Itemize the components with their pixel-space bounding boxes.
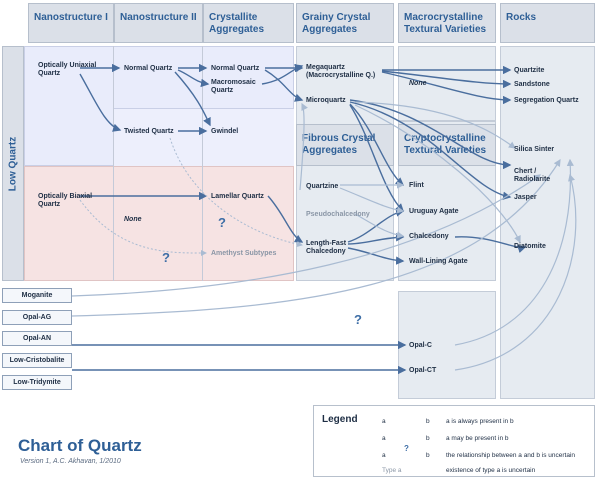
- question-mark-3: ?: [354, 312, 362, 327]
- node-microquartz: Microquartz: [306, 97, 346, 104]
- arrow-opalag-silica: [71, 158, 561, 317]
- node-sandstone: Sandstone: [514, 81, 550, 88]
- column-line-1: [113, 46, 114, 281]
- panel-opal: [398, 291, 496, 399]
- box-low-cristobalite: Low-Cristobalite: [2, 353, 72, 368]
- arrow-microquartz-uruguay: [349, 104, 404, 212]
- arrow-quartzine-uruguay: [339, 187, 405, 214]
- arrow-microquartz-flint: [349, 103, 405, 186]
- chart-subtitle: Version 1, A.C. Akhavan, 1/2010: [20, 458, 121, 465]
- arrow-moganite-chert: [71, 174, 541, 297]
- legend-row-1-b: b: [426, 418, 430, 425]
- chart-title: Chart of Quartz: [18, 436, 142, 455]
- arrow-opalct-chert: [454, 173, 577, 371]
- node-none-1: None: [124, 216, 142, 223]
- arrow-normal-microquartz: [264, 69, 304, 102]
- header-crystallite: Crystallite Aggregates: [203, 3, 294, 43]
- header-macro: Macrocrystalline Textural Varieties: [398, 3, 496, 43]
- region-biaxial: [24, 166, 294, 281]
- node-chert-radiolarite: Chert / Radiolarite: [514, 168, 551, 183]
- node-uruguay-agate: Uruguay Agate: [409, 208, 459, 215]
- arrow-uniaxial-twisted: [79, 73, 122, 132]
- node-segregation-quartz: Segregation Quartz: [514, 97, 579, 104]
- box-opal-ag: Opal-AG: [2, 310, 72, 325]
- arrow-macromosaic-megaquartz: [261, 64, 304, 85]
- arrow-twisted-lengthfast-uncertain: [169, 137, 303, 247]
- node-opal-ct: Opal-CT: [409, 367, 437, 374]
- node-optically-biaxial-quartz: Optically Biaxial Quartz: [38, 193, 93, 208]
- arrow-megaquartz-sandstone: [381, 70, 512, 89]
- node-normal-quartz-2: Normal Quartz: [211, 65, 260, 72]
- arrow-lamellar-lengthfast: [267, 195, 304, 243]
- panel-rocks: [500, 46, 595, 399]
- node-quartzite: Quartzite: [514, 67, 545, 74]
- arrow-microquartz-chert: [349, 99, 512, 170]
- node-macromosaic-quartz: Macromosaic Quartz: [211, 79, 256, 94]
- question-mark-1: ?: [218, 215, 226, 230]
- node-twisted-quartz: Twisted Quartz: [124, 128, 174, 135]
- arrow-opalc-silica: [454, 158, 574, 346]
- node-wall-lining-agate: Wall-Lining Agate: [409, 258, 468, 265]
- node-length-fast-chalcedony: Length-Fast Chalcedony: [306, 240, 347, 255]
- node-silica-sinter: Silica Sinter: [514, 146, 555, 153]
- arrow-microquartz-silica: [354, 101, 516, 149]
- legend-row-4-a: Type a: [382, 467, 402, 474]
- question-mark-2: ?: [162, 250, 170, 265]
- legend-row-3-qmark: ?: [404, 444, 409, 453]
- column-line-2: [202, 46, 203, 281]
- arrow-biaxial-amethyst-uncertain: [79, 199, 207, 257]
- arrow-microquartz-diatomite: [354, 104, 521, 244]
- legend-row-4-text: existence of type a is uncertain: [446, 467, 536, 474]
- legend-row-3-a: a: [382, 452, 386, 459]
- box-opal-an: Opal-AN: [2, 331, 72, 346]
- legend-row-3-b: b: [426, 452, 430, 459]
- node-quartzine: Quartzine: [306, 183, 339, 190]
- header-rocks: Rocks: [500, 3, 595, 43]
- arrow-megaquartz-segregation: [381, 71, 512, 105]
- box-moganite: Moganite: [2, 288, 72, 303]
- legend: Legend a b a is always present in b a b …: [313, 405, 595, 477]
- arrow-normal-macromosaic: [177, 69, 210, 88]
- node-amethyst-subtypes: Amethyst Subtypes: [211, 250, 277, 257]
- node-diatomite: Diatomite: [514, 243, 546, 250]
- legend-row-1-a: a: [382, 418, 386, 425]
- node-flint: Flint: [409, 182, 424, 189]
- header-nanostructure-1: Nanostructure I: [28, 3, 114, 43]
- node-chalcedony: Chalcedony: [409, 233, 449, 240]
- arrow-chalcedony-diatomite: [454, 236, 527, 254]
- header-nanostructure-2: Nanostructure II: [114, 3, 203, 43]
- panel-macro: [398, 46, 496, 121]
- arrow-normal-gwindel: [174, 71, 211, 127]
- node-lamellar-quartz: Lamellar Quartz: [211, 193, 264, 200]
- node-jasper: Jasper: [514, 194, 537, 201]
- low-quartz-label: Low Quartz: [2, 46, 24, 281]
- legend-title: Legend: [322, 414, 358, 425]
- arrow-pseudo-chalcedony: [354, 213, 405, 239]
- header-fibrous: Fibrous Crystal Aggregates: [296, 124, 394, 166]
- node-none-2: None: [409, 80, 427, 87]
- legend-row-2-a: a: [382, 435, 386, 442]
- node-megaquartz: Megaquartz (Macrocrystalline Q.): [306, 64, 376, 79]
- legend-row-2-b: b: [426, 435, 430, 442]
- node-normal-quartz-1: Normal Quartz: [124, 65, 173, 72]
- header-grainy: Grainy Crystal Aggregates: [296, 3, 394, 43]
- node-pseudochalcedony: Pseudochalcedony: [306, 211, 370, 218]
- node-opal-c: Opal-C: [409, 342, 432, 349]
- arrow-normal-microquartz-weak: [299, 102, 308, 191]
- arrow-microquartz-jasper: [349, 101, 512, 200]
- node-optically-uniaxial-quartz: Optically Uniaxial Quartz: [38, 62, 97, 77]
- arrow-lengthfast-walllining: [347, 247, 405, 265]
- node-gwindel: Gwindel: [211, 128, 239, 135]
- legend-row-2-text: a may be present in b: [446, 435, 509, 442]
- box-low-tridymite: Low-Tridymite: [2, 375, 72, 390]
- legend-row-3-text: the relationship between a and b is unce…: [446, 452, 576, 459]
- legend-row-1-text: a is always present in b: [446, 418, 514, 425]
